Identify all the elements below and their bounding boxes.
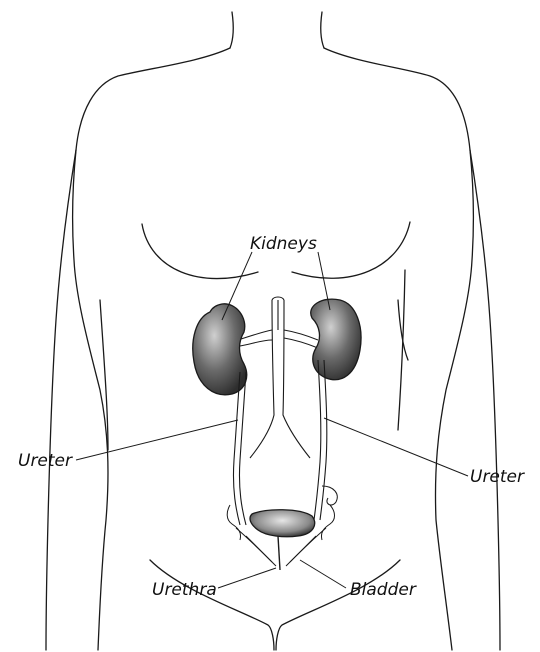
arm-left-outline <box>46 150 76 650</box>
ureter-left-leader <box>76 420 238 460</box>
aorta <box>250 297 310 458</box>
breast-left-contour <box>142 224 258 279</box>
ureter-left-label: Ureter <box>18 453 72 470</box>
bladder-label: Bladder <box>350 582 416 599</box>
kidneys-label: Kidneys <box>250 236 317 253</box>
arm-right-inner <box>398 270 405 430</box>
ureter-right <box>314 360 321 520</box>
leg-left-inner <box>150 560 274 650</box>
bladder <box>250 510 315 537</box>
arm-left-inner <box>100 300 108 450</box>
leg-right-inner <box>276 560 400 650</box>
urethra <box>278 536 280 570</box>
kidney-left <box>193 304 247 395</box>
ureter-right-label: Ureter <box>470 469 524 486</box>
neck-right-line <box>321 12 324 48</box>
bladder-leader <box>300 560 346 588</box>
ureter-left <box>233 372 240 525</box>
body-outline <box>46 12 500 650</box>
renal-vessels <box>238 330 318 348</box>
urinary-organs <box>193 297 361 570</box>
ureters <box>233 360 326 525</box>
ureter-right-leader <box>324 418 468 476</box>
urethra-leader <box>218 568 276 588</box>
neck-left-line <box>230 12 233 48</box>
urethra-label: Urethra <box>152 582 217 599</box>
arm-right-outline <box>470 150 500 650</box>
